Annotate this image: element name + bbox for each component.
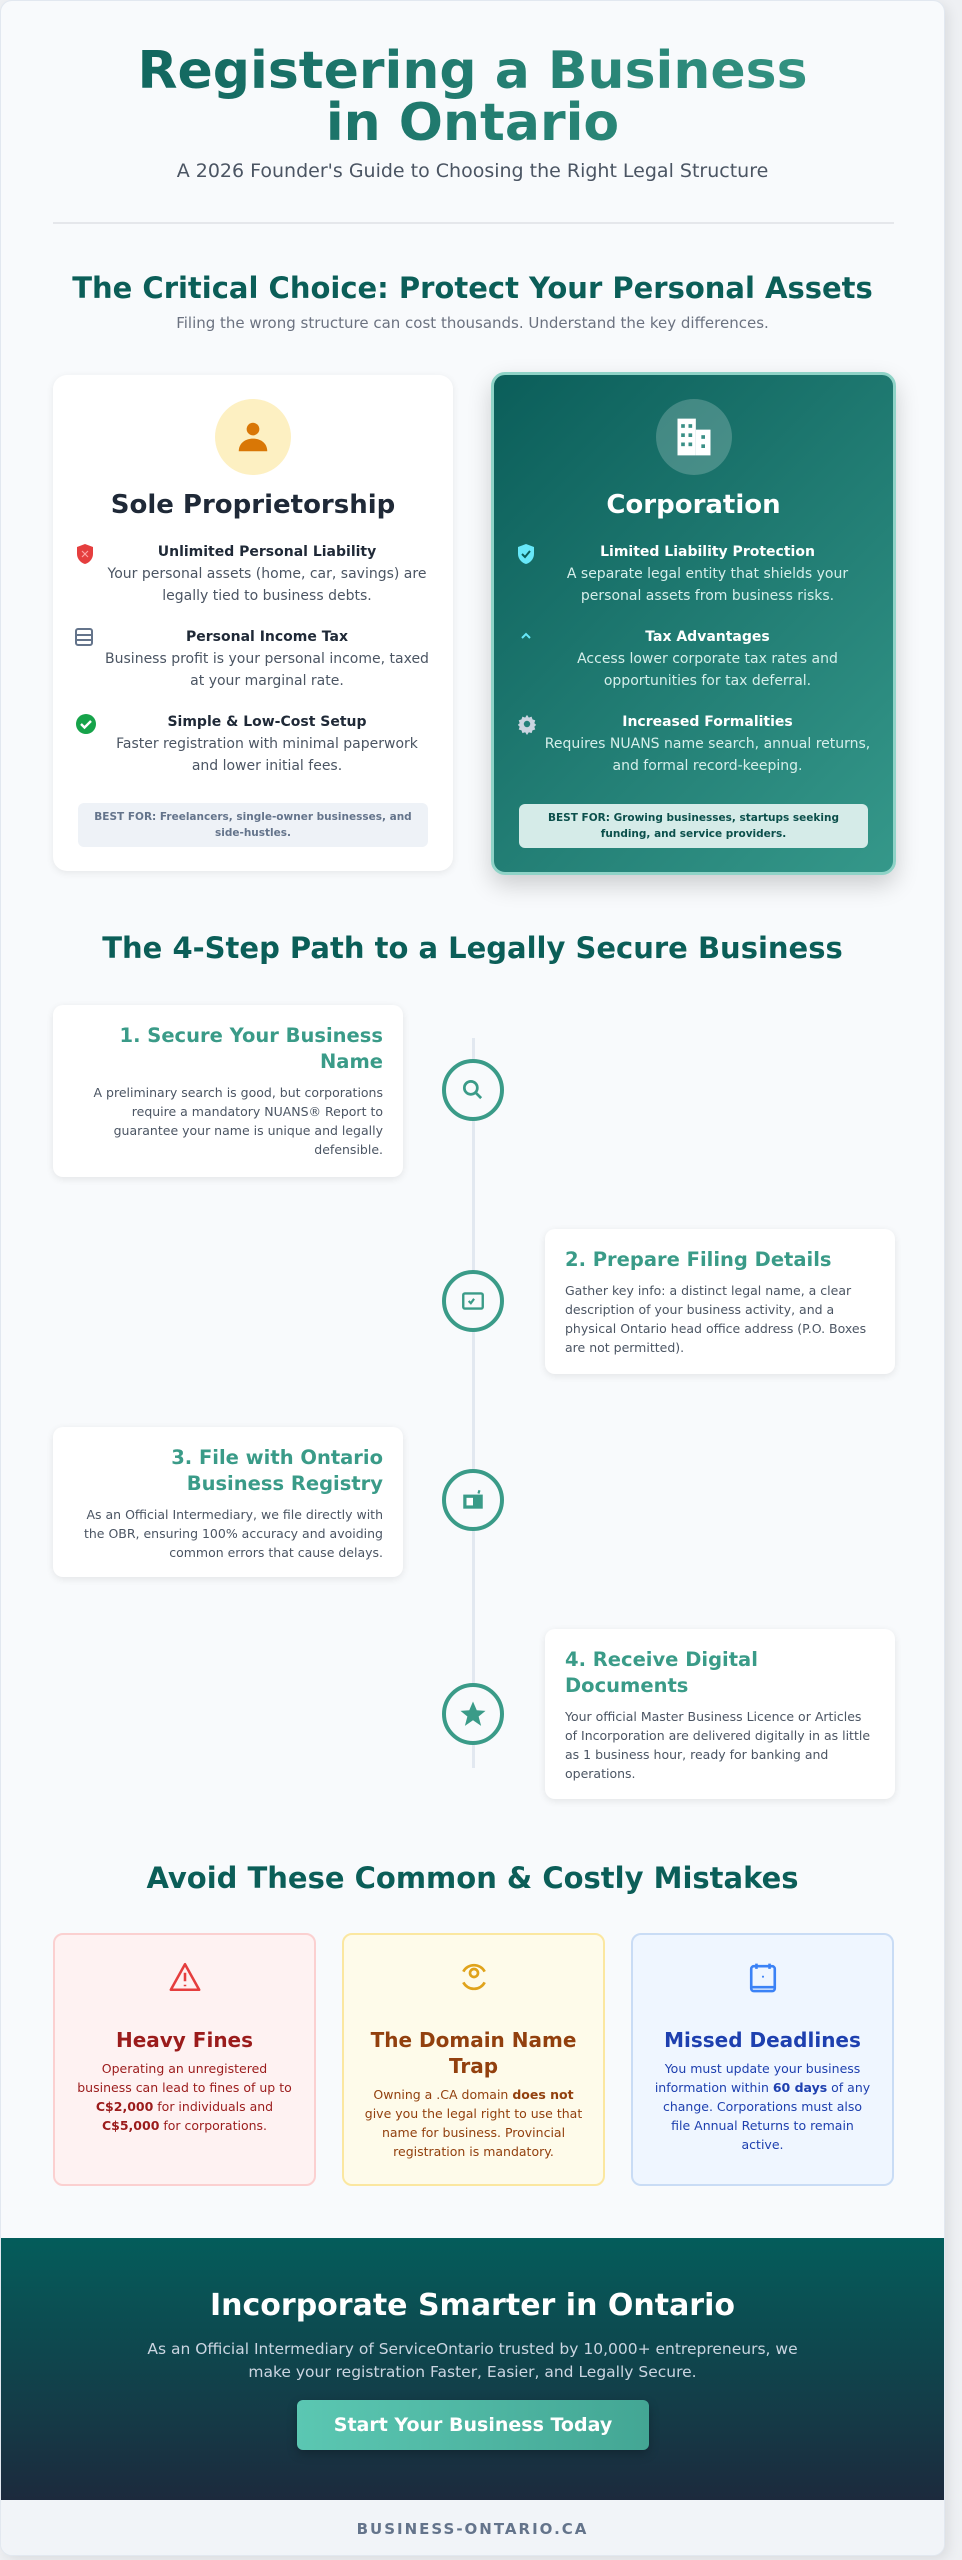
cta-text: As an Official Intermediary of ServiceOn…	[147, 2340, 798, 2381]
card-title: Sole Proprietorship	[110, 490, 396, 520]
timeline-line	[472, 1038, 475, 1768]
text-part: give you the legal right to use that nam…	[364, 2106, 583, 2159]
cta-section: Incorporate Smarter in Ontario As an Off…	[1, 2238, 944, 2500]
step-card: 1. Secure Your Business Name A prelimina…	[53, 1005, 403, 1177]
warning-icon	[75, 1961, 294, 2001]
cta-heading: Incorporate Smarter in Ontario	[209, 2288, 735, 2323]
mistakes-heading: Avoid These Common & Costly Mistakes	[146, 1861, 799, 1895]
step-title: 3. File with Ontario Business Registry	[171, 1446, 383, 1495]
mistake-title: Missed Deadlines	[664, 2028, 861, 2052]
mistake-text: Operating an unregistered business can l…	[75, 2059, 294, 2135]
feature-text: A separate legal entity that shields you…	[566, 566, 849, 604]
step-title: 1. Secure Your Business Name	[119, 1024, 383, 1073]
choice-subheading: Filing the wrong structure can cost thou…	[176, 314, 769, 332]
step-card: 2. Prepare Filing Details Gather key inf…	[545, 1229, 895, 1374]
mistake-card: Missed Deadlines You must update your bu…	[631, 1933, 894, 2186]
step-text: Gather key info: a distinct legal name, …	[565, 1283, 867, 1355]
emphasis: C$2,000	[95, 2099, 154, 2114]
step-card: 4. Receive Digital Documents Your offici…	[545, 1629, 895, 1799]
card-title: Corporation	[606, 490, 781, 520]
emphasis: does not	[512, 2087, 574, 2102]
feature-text: Your personal assets (home, car, savings…	[107, 566, 427, 604]
feature-text: Requires NUANS name search, annual retur…	[544, 736, 871, 774]
emphasis: C$5,000	[101, 2118, 160, 2133]
feature-title: Personal Income Tax	[186, 629, 348, 645]
file-submit-icon	[442, 1469, 504, 1531]
text-part: for individuals and	[153, 2099, 274, 2114]
page-title: Registering a Business in Ontario	[1, 45, 944, 149]
page-subtitle: A 2026 Founder's Guide to Choosing the R…	[176, 160, 769, 182]
feature-text: Access lower corporate tax rates and opp…	[577, 651, 838, 689]
step-card: 3. File with Ontario Business Registry A…	[53, 1427, 403, 1577]
text-part: Operating an unregistered business can l…	[77, 2061, 292, 2095]
feature-title: Tax Advantages	[645, 629, 770, 645]
best-for-note: BEST FOR: Growing businesses, startups s…	[519, 804, 868, 848]
star-icon	[442, 1683, 504, 1745]
best-for-note: BEST FOR: Freelancers, single-owner busi…	[78, 803, 428, 847]
feature-text: Faster registration with minimal paperwo…	[116, 736, 418, 774]
feature-item: Limited Liability Protection A separate l…	[516, 541, 871, 607]
mistake-title: The Domain Name Trap	[370, 2028, 577, 2078]
shield-x-icon	[75, 541, 103, 607]
feature-text: Business profit is your personal income,…	[105, 651, 429, 689]
mistake-card: Heavy Fines Operating an unregistered bu…	[53, 1933, 316, 2186]
building-icon	[655, 399, 732, 475]
divider	[53, 222, 894, 224]
text-part: You must update your business informatio…	[654, 2061, 861, 2095]
mistake-text: You must update your business informatio…	[653, 2059, 872, 2154]
step-text: Your official Master Business Licence or…	[565, 1709, 871, 1781]
search-icon	[442, 1059, 504, 1121]
steps-heading: The 4-Step Path to a Legally Secure Busi…	[102, 931, 843, 965]
step-text: A preliminary search is good, but corpor…	[93, 1085, 384, 1157]
chevron-up-icon	[516, 626, 544, 692]
sole-proprietorship-card: Sole Proprietorship Unlimited Personal L…	[53, 375, 453, 871]
text-part: Owning a .CA domain	[373, 2087, 513, 2102]
shield-check-icon	[516, 541, 544, 607]
step-text: As an Official Intermediary, we file dir…	[83, 1507, 383, 1560]
mistake-title: Heavy Fines	[115, 2028, 254, 2052]
mistake-card: The Domain Name Trap Owning a .CA domain…	[342, 1933, 605, 2186]
check-circle-icon	[75, 711, 103, 777]
text-part: for corporations.	[159, 2118, 268, 2133]
choice-heading: The Critical Choice: Protect Your Person…	[72, 271, 873, 305]
start-business-button[interactable]: Start Your Business Today	[297, 2400, 649, 2450]
mistake-text: Owning a .CA domain does not give you th…	[364, 2085, 583, 2161]
emphasis: 60 days	[772, 2080, 828, 2095]
feature-title: Increased Formalities	[622, 714, 793, 730]
checkbox-icon	[442, 1270, 504, 1332]
feature-title: Limited Liability Protection	[600, 544, 815, 560]
gear-icon	[516, 711, 544, 777]
target-icon	[364, 1961, 583, 2001]
corporation-card: Corporation Limited Liability Protection…	[491, 372, 896, 875]
feature-title: Simple & Low-Cost Setup	[167, 714, 367, 730]
person-icon	[215, 399, 291, 475]
footer-domain: BUSINESS-ONTARIO.CA	[1, 2500, 944, 2555]
text-part: of any change. Corporations must also fi…	[662, 2080, 871, 2152]
feature-title: Unlimited Personal Liability	[157, 544, 377, 560]
step-title: 2. Prepare Filing Details	[565, 1248, 832, 1271]
calendar-icon	[653, 1961, 872, 2001]
step-title: 4. Receive Digital Documents	[565, 1648, 758, 1697]
ledger-icon	[75, 626, 103, 692]
